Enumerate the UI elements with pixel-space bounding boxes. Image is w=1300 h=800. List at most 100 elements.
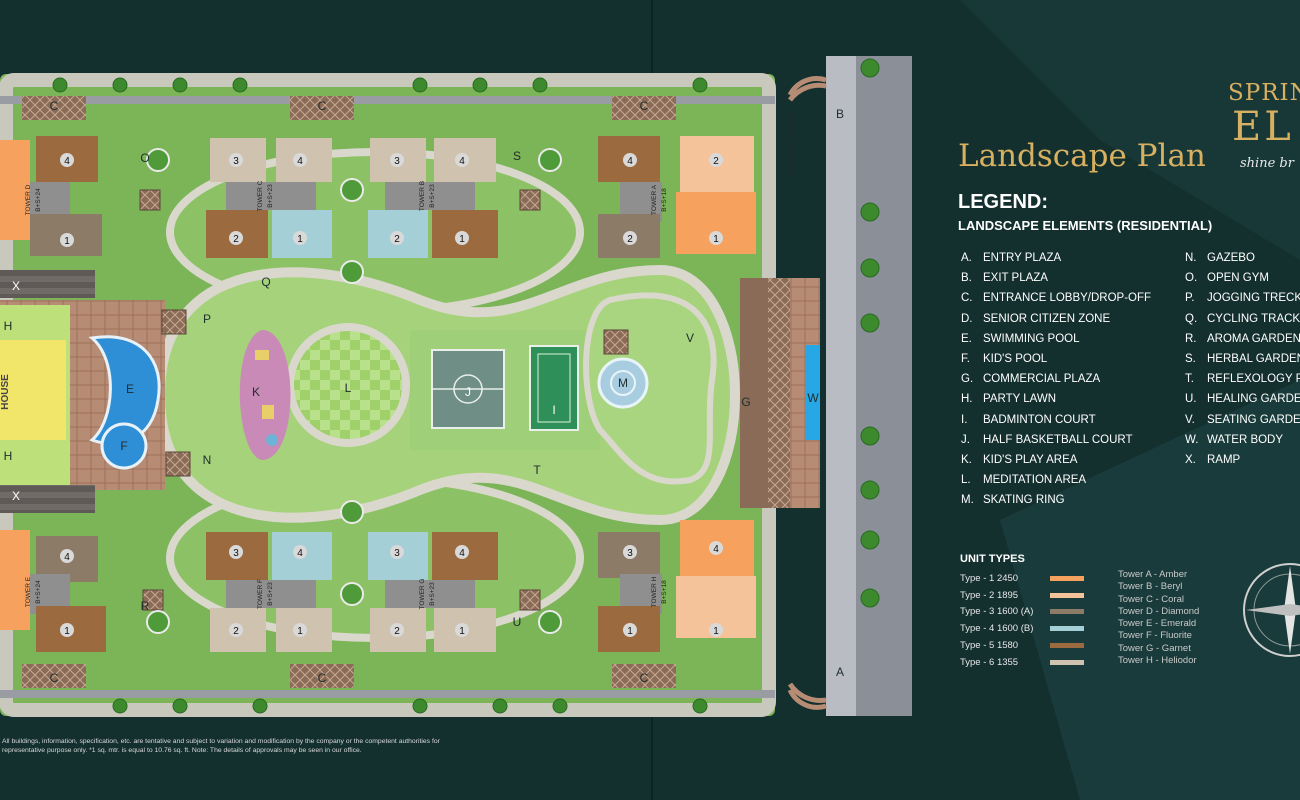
tower-tag: TOWER H bbox=[651, 576, 658, 607]
floor-tag: B+S+18 bbox=[661, 188, 668, 212]
zone-label-c: C bbox=[640, 671, 649, 685]
zone-label-f: F bbox=[120, 439, 127, 453]
zone-label-s: S bbox=[513, 149, 521, 163]
road-verge bbox=[826, 56, 856, 716]
legend-item: I.BADMINTON COURT bbox=[961, 413, 1096, 426]
svg-text:2: 2 bbox=[394, 626, 400, 637]
svg-text:4: 4 bbox=[627, 156, 633, 167]
tower-tag: TOWER C bbox=[257, 180, 264, 211]
legend-item: P.JOGGING TRECK bbox=[1185, 292, 1300, 305]
flower-beds bbox=[146, 148, 562, 634]
svg-text:3: 3 bbox=[394, 156, 400, 167]
skating-ring bbox=[597, 357, 649, 409]
zone-label-i: I bbox=[552, 403, 555, 417]
unit-type-swatch bbox=[1050, 626, 1084, 632]
tower-tag: TOWER B bbox=[419, 181, 426, 211]
zone-label-w: W bbox=[807, 391, 819, 405]
tower-tag: TOWER E bbox=[25, 576, 32, 607]
legend-item: U.HEALING GARDE bbox=[1185, 393, 1300, 406]
zone-label-o: O bbox=[140, 151, 149, 165]
legend-item: W.WATER BODY bbox=[1185, 433, 1284, 446]
legend-item: Q.CYCLING TRACK bbox=[1185, 312, 1300, 325]
skating-ring-inner bbox=[610, 370, 636, 396]
hedge-bottom bbox=[112, 698, 708, 714]
unit-type-row: Type - 6 1355 bbox=[960, 654, 1084, 671]
zone-label-c: C bbox=[50, 99, 59, 113]
tower-name: Tower C - Coral bbox=[1118, 593, 1184, 605]
road-entry-arcs bbox=[787, 76, 827, 710]
page-title: Landscape Plan bbox=[958, 138, 1206, 174]
zone-label-l: L bbox=[345, 381, 352, 395]
zone-label-b: B bbox=[836, 107, 844, 121]
tower-name: Tower B - Beryl bbox=[1118, 581, 1183, 593]
legend-item: J.HALF BASKETBALL COURT bbox=[961, 433, 1133, 446]
legend-heading: LEGEND: bbox=[958, 191, 1048, 213]
svg-text:2: 2 bbox=[233, 626, 239, 637]
tower-tag: TOWER D bbox=[25, 184, 32, 215]
legend-item: B.EXIT PLAZA bbox=[961, 272, 1048, 285]
floor-tag: B+S+23 bbox=[429, 582, 436, 606]
gazebos bbox=[139, 189, 629, 611]
svg-text:4: 4 bbox=[713, 544, 719, 555]
svg-text:1: 1 bbox=[627, 626, 633, 637]
svg-text:4: 4 bbox=[459, 548, 465, 559]
floor-tag: B+S+23 bbox=[429, 184, 436, 208]
zone-label-h: H bbox=[4, 319, 13, 333]
svg-text:1: 1 bbox=[459, 234, 465, 245]
svg-text:3: 3 bbox=[233, 548, 239, 559]
ramp-bottom bbox=[0, 485, 95, 513]
zone-labels: B A C C C C C C O S Q P N K L J I M V T … bbox=[4, 99, 844, 685]
unit-type-swatch bbox=[1050, 643, 1084, 649]
zone-label-p: P bbox=[203, 312, 211, 326]
svg-text:3: 3 bbox=[394, 548, 400, 559]
tower-blocks bbox=[0, 136, 756, 652]
svg-text:4: 4 bbox=[64, 552, 70, 563]
roadside-trees bbox=[860, 58, 880, 608]
legend-item: O.OPEN GYM bbox=[1185, 272, 1269, 285]
brand-name-line1: SPRIN bbox=[1228, 80, 1300, 106]
tower-name: Tower H - Heliodor bbox=[1118, 655, 1197, 667]
svg-text:3: 3 bbox=[233, 156, 239, 167]
commercial-plaza bbox=[740, 278, 768, 508]
legend-item: S.HERBAL GARDEN bbox=[1185, 352, 1300, 365]
zone-label-m: M bbox=[618, 376, 628, 390]
tower-name: Tower E - Emerald bbox=[1118, 618, 1197, 630]
unit-type-swatch bbox=[1050, 659, 1084, 665]
svg-text:4: 4 bbox=[459, 156, 465, 167]
legend-item: A.ENTRY PLAZA bbox=[961, 252, 1062, 264]
tower-b bbox=[368, 138, 498, 258]
zone-label-t: T bbox=[533, 463, 541, 477]
parking-strips bbox=[0, 96, 775, 698]
unit-type-row: Type - 4 1600 (B) bbox=[960, 620, 1084, 637]
brand-name-line2: EL bbox=[1232, 104, 1294, 150]
legend-item: G.COMMERCIAL PLAZA bbox=[961, 373, 1101, 386]
svg-text:1: 1 bbox=[64, 626, 70, 637]
zone-label-e: E bbox=[126, 382, 134, 396]
unit-types-heading: UNIT TYPES bbox=[960, 553, 1025, 565]
zone-label-c: C bbox=[318, 671, 327, 685]
legend-item: N.GAZEBO bbox=[1185, 252, 1255, 264]
tower-names-list: Tower A - Amber Tower B - Beryl Tower C … bbox=[1118, 569, 1199, 667]
unit-type-swatch bbox=[1050, 609, 1084, 615]
tower-tags: TOWER D TOWER C TOWER B TOWER A TOWER E … bbox=[25, 180, 668, 609]
tower-c bbox=[206, 138, 332, 258]
legend-item: F.KID'S POOL bbox=[961, 352, 1048, 365]
unit-type-swatch bbox=[1050, 592, 1084, 598]
legend-item: T.REFLEXOLOGY P bbox=[1185, 373, 1300, 386]
tower-h bbox=[598, 520, 756, 652]
svg-text:4: 4 bbox=[297, 548, 303, 559]
svg-text:2: 2 bbox=[627, 234, 633, 245]
tower-name: Tower D - Diamond bbox=[1118, 605, 1200, 617]
hedge-top bbox=[52, 77, 708, 93]
tower-d bbox=[0, 136, 102, 256]
compass-rose bbox=[1243, 563, 1300, 657]
legend-item: X.RAMP bbox=[1185, 453, 1241, 466]
kids-pool bbox=[100, 422, 148, 470]
legend-item: C.ENTRANCE LOBBY/DROP-OFF bbox=[961, 292, 1152, 305]
unit-numbers: 4 1 3 4 2 1 3 4 2 1 4 2 2 1 4 1 3 4 2 1 … bbox=[60, 153, 723, 637]
legend-item: L.MEDITATION AREA bbox=[961, 474, 1087, 487]
water-body bbox=[806, 345, 820, 440]
tower-name: Tower F - Fluorite bbox=[1118, 630, 1192, 642]
clubhouse bbox=[0, 340, 66, 440]
clubhouse-label: HOUSE bbox=[0, 374, 11, 410]
